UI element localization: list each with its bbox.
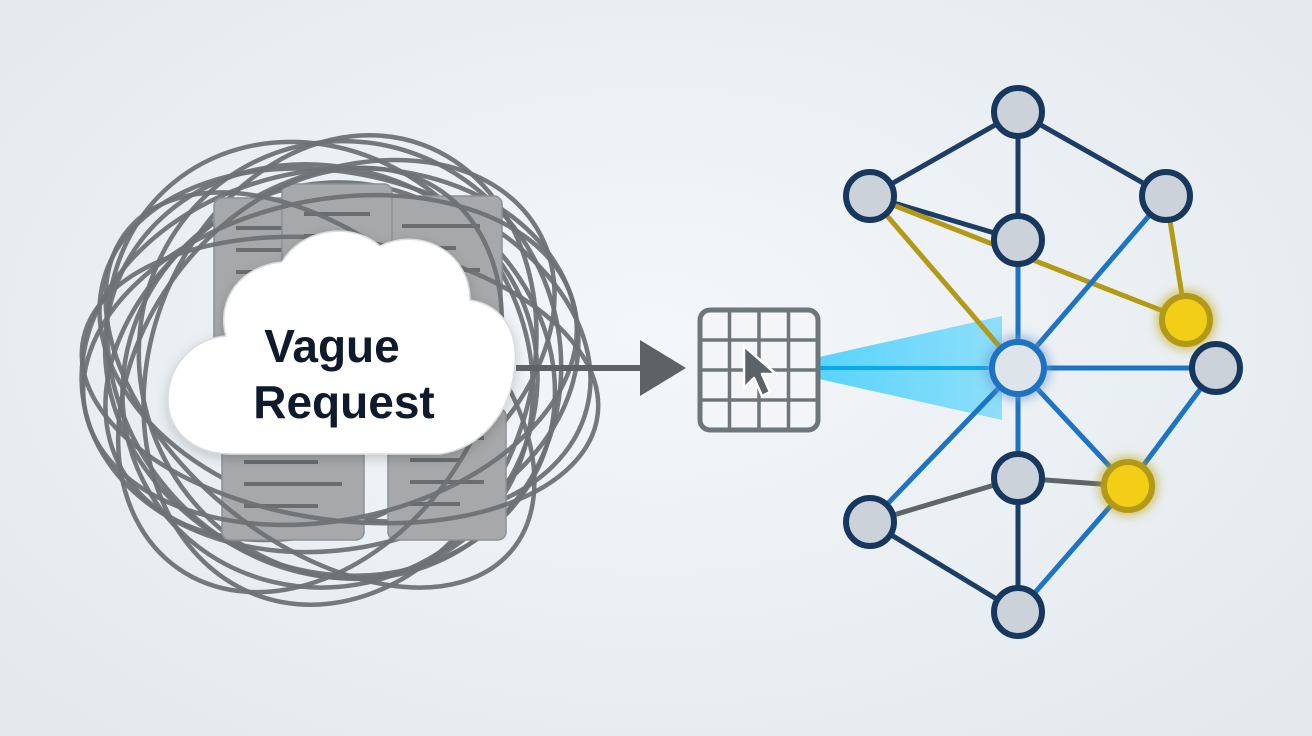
cloud [167, 230, 517, 455]
arrow-head [640, 340, 686, 396]
graph-node-far-right [1189, 341, 1243, 395]
graph-node-right-yellow [1159, 293, 1213, 347]
graph-edge [867, 109, 1021, 199]
tangle-loop [136, 138, 564, 582]
graph-edge [1015, 193, 1169, 371]
graph-node-lower-left [843, 495, 897, 549]
mouse-cursor-icon [742, 344, 778, 398]
graph-node-bottom [991, 585, 1045, 639]
tangle-loop [115, 165, 505, 595]
vague-request-cluster: Vague Request [79, 133, 601, 607]
graph-node-upper-left [843, 169, 897, 223]
graph-node-lower-right-yellow [1101, 459, 1155, 513]
graph-nodes [843, 85, 1243, 639]
graph-edge [867, 519, 1021, 615]
graph-edge [867, 193, 1021, 371]
cloud-shape [167, 230, 517, 455]
cloud-title-line-1: Vague [264, 320, 400, 372]
cursor-shape [742, 344, 778, 398]
graph-node-upper-center [991, 213, 1045, 267]
graph-node-lower-center [991, 451, 1045, 505]
tangle-loop [141, 133, 539, 607]
graph-node-upper-right [1139, 169, 1193, 223]
graph-node-top [991, 85, 1045, 139]
arrow-right-icon [516, 340, 686, 396]
graph-edge [1015, 109, 1169, 199]
graph-edge [867, 365, 1021, 525]
network-graph [843, 85, 1243, 639]
graph-edge [1015, 483, 1131, 615]
cloud-title-line-2: Request [253, 376, 434, 428]
tangle-loop [80, 192, 580, 528]
graph-node-hub [989, 339, 1047, 397]
